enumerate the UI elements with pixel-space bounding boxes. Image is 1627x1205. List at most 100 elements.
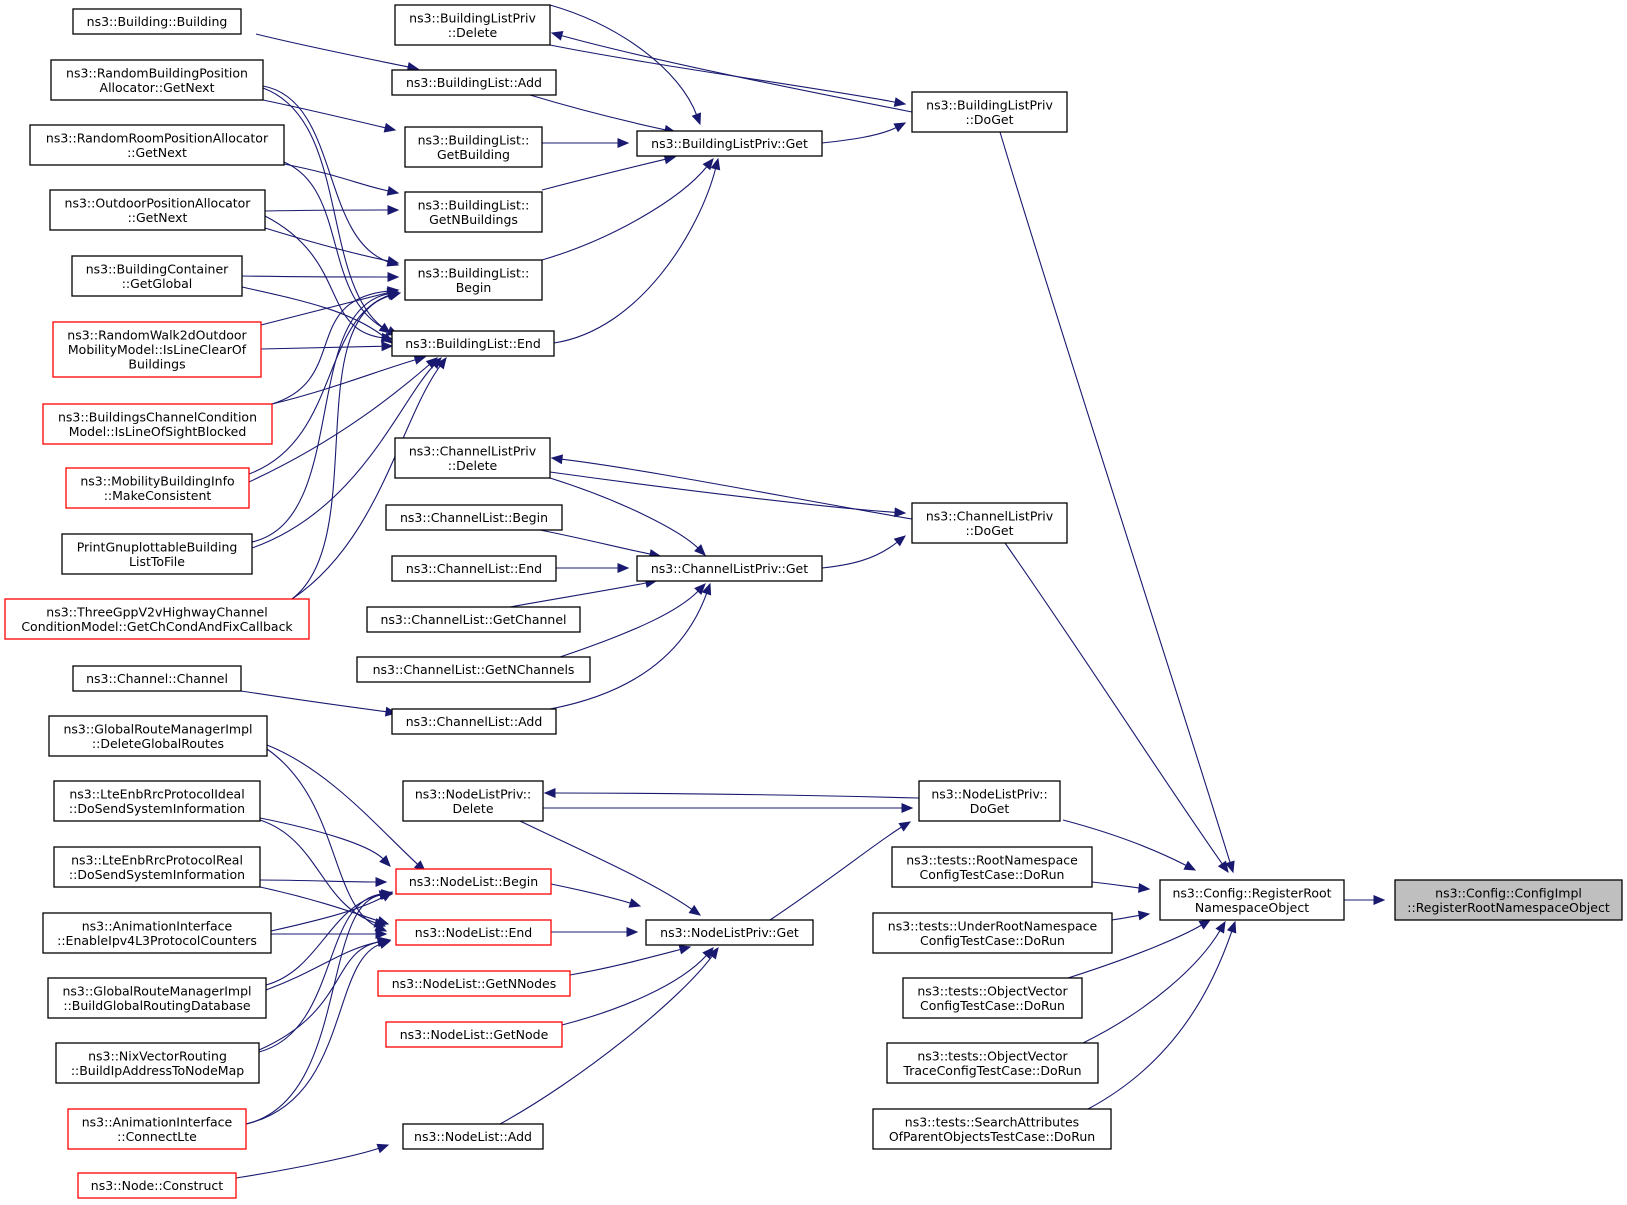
node-label-line: ConfigTestCase::DoRun — [920, 998, 1065, 1013]
node-box — [636, 130, 823, 157]
edge-line — [509, 582, 648, 608]
graph-node-n-ai-enable[interactable]: ns3::AnimationInterface::EnableIpv4L3Pro… — [42, 912, 272, 954]
edge-arrowhead — [383, 122, 397, 133]
node-box — [67, 1108, 247, 1150]
graph-node-n-bl-end[interactable]: ns3::BuildingList::End — [391, 330, 555, 357]
edge-line — [1111, 914, 1141, 921]
edge-line — [560, 458, 913, 520]
edge-line — [265, 941, 380, 991]
node-box — [377, 970, 571, 997]
edge-arrowhead — [386, 185, 400, 196]
node-label-line: ns3::Config::ConfigImpl — [1435, 885, 1582, 900]
edge-line — [1087, 930, 1233, 1110]
graph-node-n-t-root[interactable]: ns3::tests::RootNamespaceConfigTestCase:… — [891, 846, 1093, 888]
graph-node-n-rbpa[interactable]: ns3::RandomBuildingPositionAllocator::Ge… — [50, 59, 264, 101]
node-label-line: ns3::AnimationInterface — [82, 918, 233, 933]
call-edge — [543, 788, 920, 799]
call-edge — [499, 946, 719, 1125]
call-edge — [551, 927, 639, 937]
edge-line — [264, 209, 390, 212]
node-box — [47, 977, 267, 1019]
graph-node-n-building[interactable]: ns3::Building::Building — [72, 8, 242, 35]
graph-node-n-clp-get[interactable]: ns3::ChannelListPriv::Get — [636, 555, 823, 582]
graph-node-n-blp-delete[interactable]: ns3::BuildingListPriv::Delete — [394, 4, 551, 46]
graph-node-n-cl-getchannel[interactable]: ns3::ChannelList::GetChannel — [366, 606, 581, 633]
edge-line — [270, 895, 385, 932]
graph-node-n-bc[interactable]: ns3::BuildingContainer::GetGlobal — [71, 255, 243, 297]
node-box — [391, 69, 557, 96]
call-edge — [550, 454, 913, 520]
graph-node-n-opa[interactable]: ns3::OutdoorPositionAllocator::GetNext — [49, 189, 266, 231]
graph-node-n-cl-add[interactable]: ns3::ChannelList::Add — [391, 708, 557, 735]
graph-node-n-clp-doget[interactable]: ns3::ChannelListPriv::DoGet — [911, 502, 1068, 544]
graph-node-n-rrpa[interactable]: ns3::RandomRoomPositionAllocator::GetNex… — [29, 124, 285, 166]
graph-node-n-nlp-get[interactable]: ns3::NodeListPriv::Get — [645, 919, 814, 946]
graph-node-n-nlp-doget[interactable]: ns3::NodeListPriv::DoGet — [918, 780, 1061, 822]
edge-arrowhead — [387, 205, 400, 215]
node-box — [356, 656, 591, 683]
node-box — [1159, 879, 1345, 921]
edge-arrowhead — [617, 563, 630, 573]
node-box — [395, 868, 552, 895]
graph-node-n-cl-getn[interactable]: ns3::ChannelList::GetNChannels — [356, 656, 591, 683]
graph-node-n-grmi-build[interactable]: ns3::GlobalRouteManagerImpl::BuildGlobal… — [47, 977, 267, 1019]
graph-node-n-bl-getnb[interactable]: ns3::BuildingList::GetNBuildings — [404, 191, 543, 233]
graph-node-n-t-under[interactable]: ns3::tests::UnderRootNamespaceConfigTest… — [872, 912, 1113, 954]
node-label-line: ns3::NodeList::GetNode — [400, 1027, 549, 1042]
graph-node-n-nlp-delete[interactable]: ns3::NodeListPriv::Delete — [402, 780, 544, 822]
node-label-line: ::GetNext — [127, 145, 187, 160]
graph-node-n-t-search[interactable]: ns3::tests::SearchAttributesOfParentObje… — [872, 1108, 1112, 1150]
node-box — [49, 189, 266, 231]
graph-node-n-bcc[interactable]: ns3::BuildingsChannelConditionModel::IsL… — [42, 403, 273, 445]
node-label-line: MobilityModel::IsLineClearOf — [68, 342, 247, 357]
call-edge — [241, 272, 400, 282]
graph-node-n-node-construct[interactable]: ns3::Node::Construct — [77, 1172, 237, 1199]
graph-node-n-t-ov[interactable]: ns3::tests::ObjectVectorConfigTestCase::… — [902, 977, 1083, 1019]
edge-line — [240, 690, 388, 713]
graph-node-n-nl-getnn[interactable]: ns3::NodeList::GetNNodes — [377, 970, 571, 997]
call-edge — [1111, 910, 1151, 921]
graph-node-n-blp-get[interactable]: ns3::BuildingListPriv::Get — [636, 130, 823, 157]
graph-node-n-blp-doget[interactable]: ns3::BuildingListPriv::DoGet — [911, 91, 1068, 133]
edge-arrowhead — [694, 583, 706, 596]
edge-line — [549, 471, 897, 513]
graph-node-n-rrno[interactable]: ns3::Config::RegisterRootNamespaceObject — [1159, 879, 1345, 921]
graph-node-n-root[interactable]: ns3::Config::ConfigImpl::RegisterRootNam… — [1394, 879, 1623, 921]
graph-node-n-3gpp[interactable]: ns3::ThreeGppV2vHighwayChannelConditionM… — [4, 598, 310, 640]
call-edge — [549, 4, 701, 126]
edge-arrowhead — [893, 122, 907, 133]
node-label-line: ns3::Building::Building — [87, 14, 228, 29]
edge-arrowhead — [388, 290, 402, 301]
graph-node-n-cl-begin[interactable]: ns3::ChannelList::Begin — [385, 504, 563, 531]
node-label-line: ns3::RandomRoomPositionAllocator — [46, 130, 269, 145]
graph-node-n-channel[interactable]: ns3::Channel::Channel — [72, 665, 242, 692]
graph-node-n-clp-delete[interactable]: ns3::ChannelListPriv::Delete — [394, 437, 551, 479]
graph-node-n-grmi-del[interactable]: ns3::GlobalRouteManagerImpl::DeleteGloba… — [48, 715, 268, 757]
graph-node-n-t-ovt[interactable]: ns3::tests::ObjectVectorTraceConfigTestC… — [886, 1042, 1099, 1084]
graph-node-n-bl-add[interactable]: ns3::BuildingList::Add — [391, 69, 557, 96]
graph-node-n-nl-end[interactable]: ns3::NodeList::End — [395, 919, 552, 946]
graph-node-n-bl-begin[interactable]: ns3::BuildingList::Begin — [404, 259, 543, 301]
graph-node-n-nl-add[interactable]: ns3::NodeList::Add — [402, 1123, 544, 1150]
call-edge — [291, 290, 402, 600]
edge-arrowhead — [1225, 860, 1235, 874]
graph-node-n-nl-begin[interactable]: ns3::NodeList::Begin — [395, 868, 552, 895]
graph-node-n-rw2d[interactable]: ns3::RandomWalk2dOutdoorMobilityModel::I… — [52, 321, 262, 378]
node-box — [42, 912, 272, 954]
graph-node-n-nl-getnode[interactable]: ns3::NodeList::GetNode — [385, 1021, 563, 1048]
node-label-line: ::MakeConsistent — [104, 488, 212, 503]
node-label-line: ::Delete — [448, 25, 498, 40]
graph-node-n-ai-lte[interactable]: ns3::AnimationInterface::ConnectLte — [67, 1108, 247, 1150]
edge-line — [519, 820, 693, 911]
graph-node-n-bl-getbuilding[interactable]: ns3::BuildingList::GetBuilding — [404, 126, 543, 168]
graph-node-n-cl-end[interactable]: ns3::ChannelList::End — [391, 555, 557, 582]
node-box — [886, 1042, 1099, 1084]
node-label-line: ::DoSendSystemInformation — [69, 867, 245, 882]
graph-node-n-mbi[interactable]: ns3::MobilityBuildingInfo::MakeConsisten… — [65, 467, 250, 509]
graph-node-n-nix[interactable]: ns3::NixVectorRouting::BuildIpAddressToN… — [55, 1042, 260, 1084]
graph-node-n-lte-ideal[interactable]: ns3::LteEnbRrcProtocolIdeal::DoSendSyste… — [53, 780, 261, 822]
graph-node-n-lte-real[interactable]: ns3::LteEnbRrcProtocolReal::DoSendSystem… — [53, 846, 261, 888]
edge-line — [1067, 924, 1203, 979]
